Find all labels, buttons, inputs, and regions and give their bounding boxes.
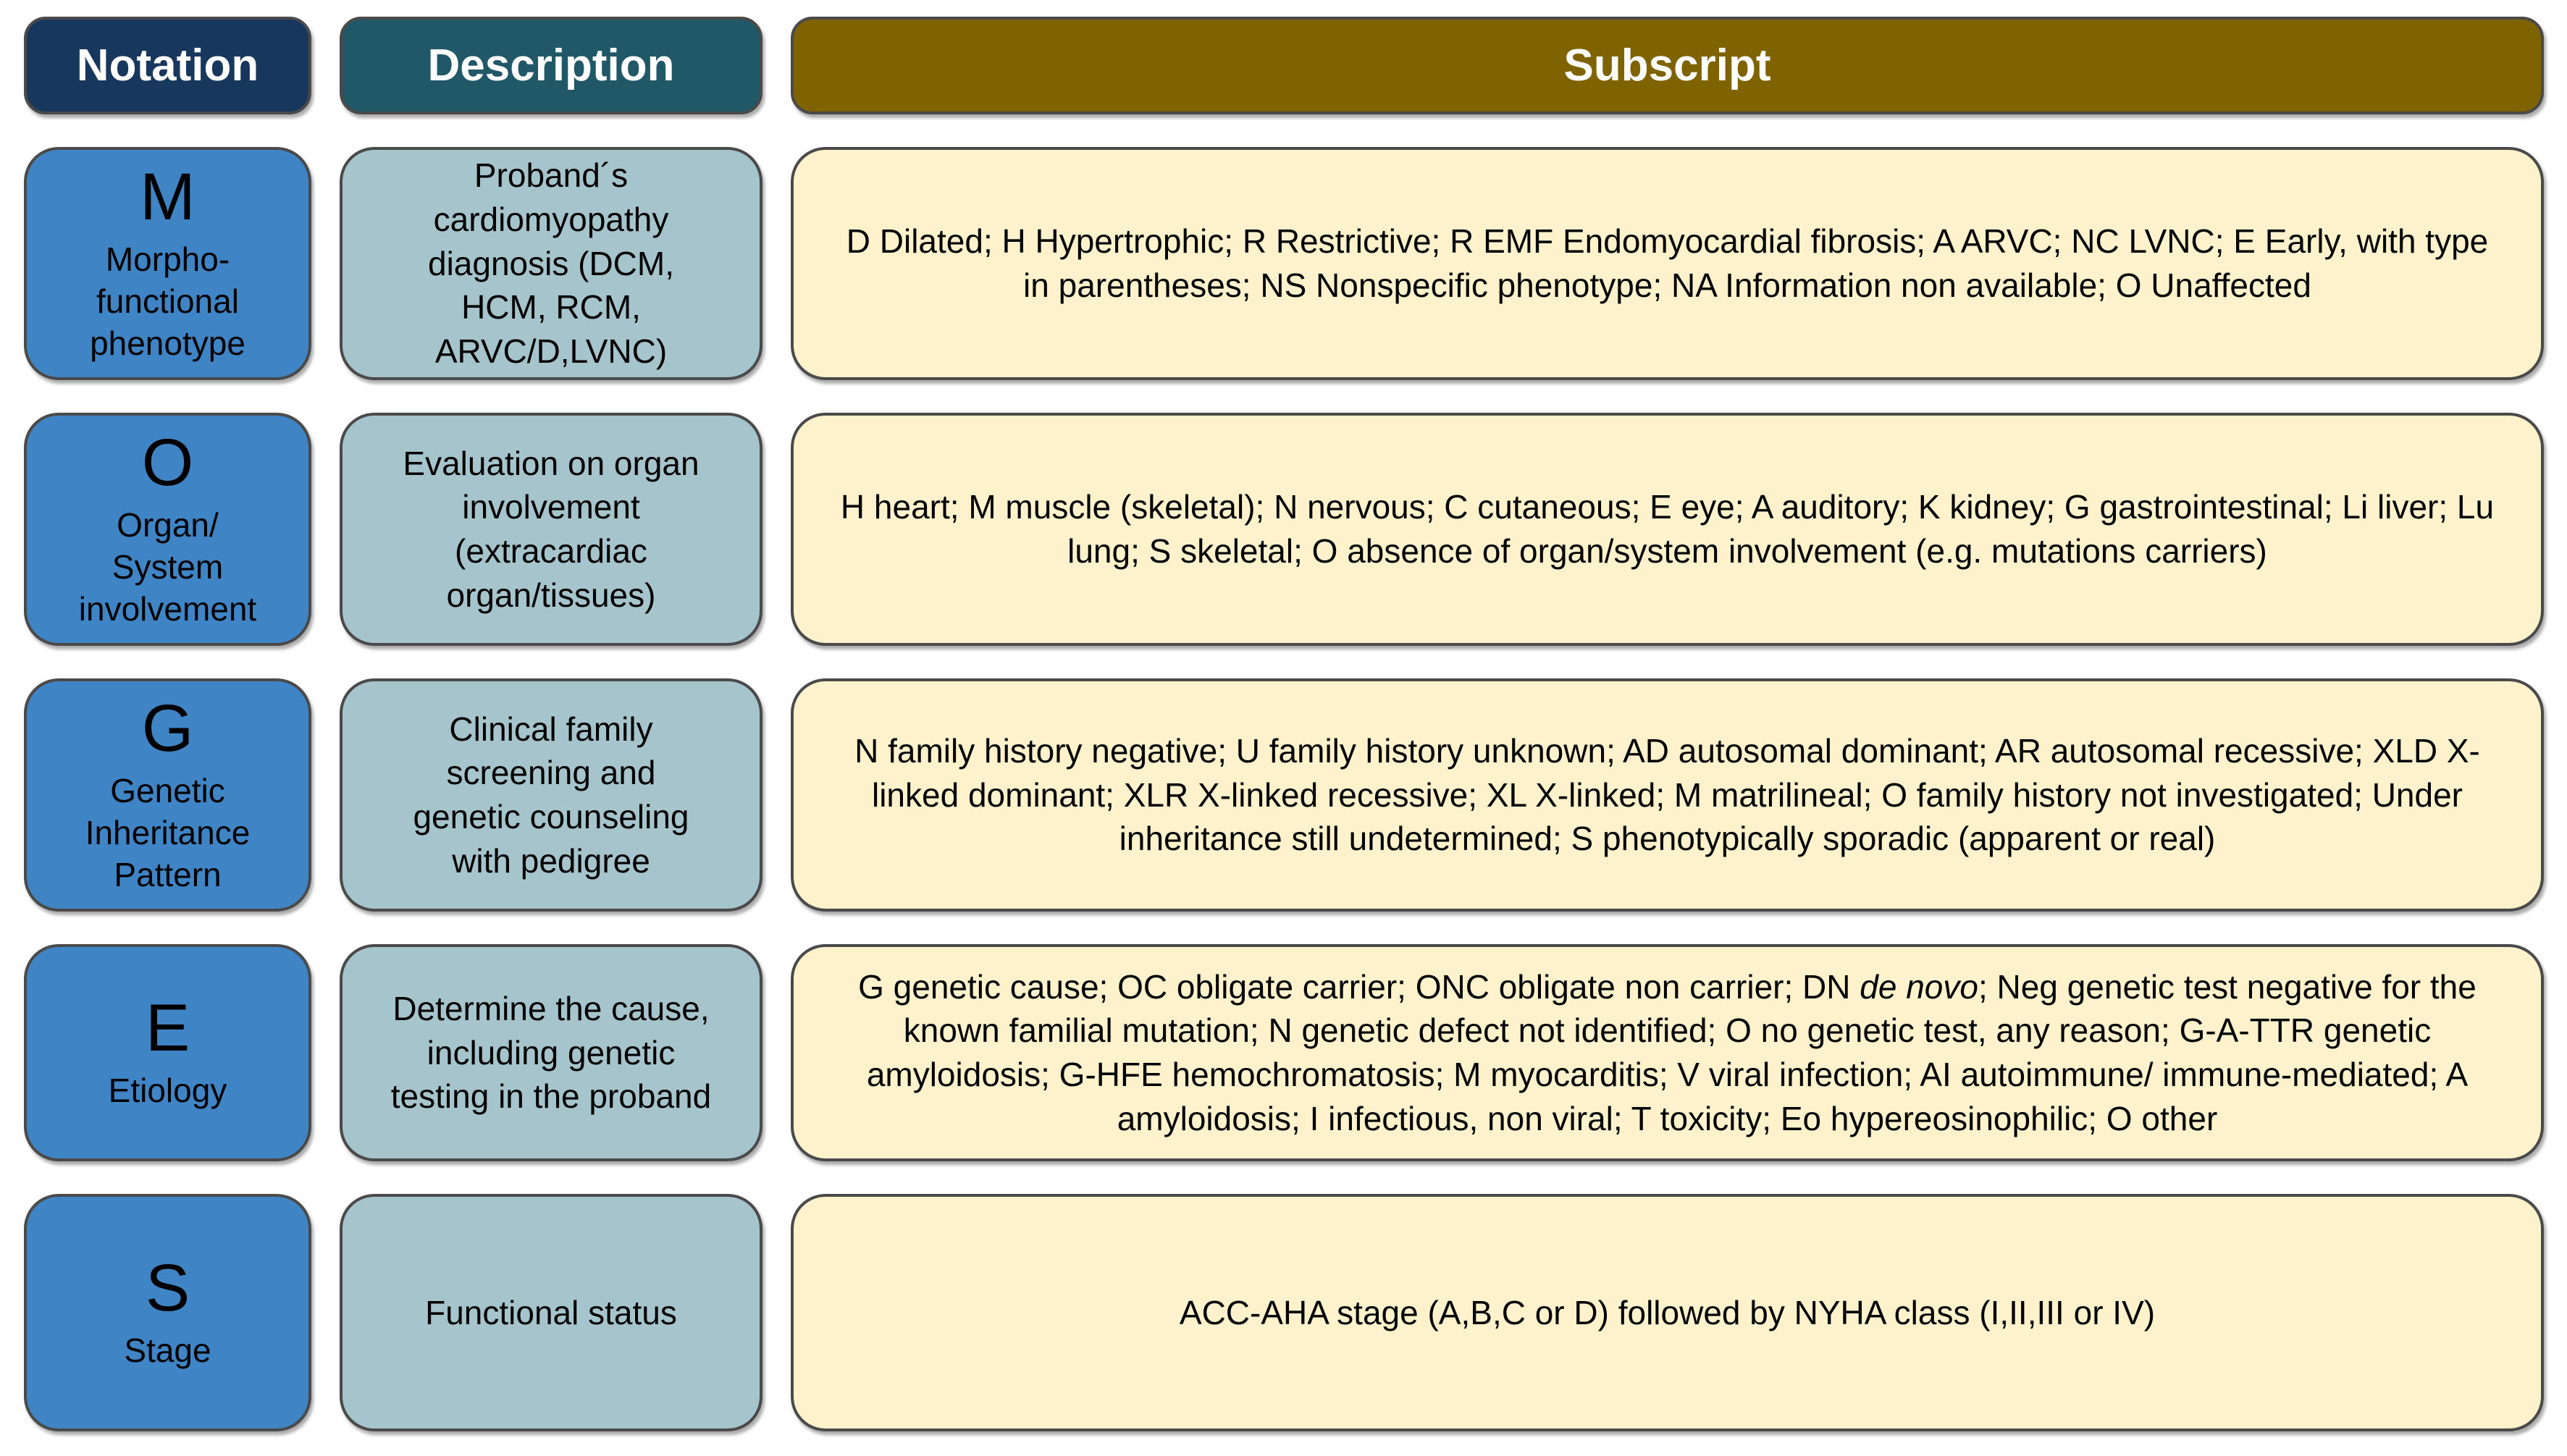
description-cell-organ-system: Evaluation on organ involvement (extraca…: [340, 413, 762, 646]
subscript-cell-genetic-inheritance: N family history negative; U family hist…: [791, 678, 2544, 912]
notation-letter: S: [145, 1250, 190, 1325]
column-header-subscript-label: Subscript: [1563, 40, 1771, 91]
description-cell-stage: Functional status: [340, 1194, 762, 1431]
description-cell-genetic-inheritance: Clinical family screening and genetic co…: [340, 678, 762, 912]
subscript-text: N family history negative; U family hist…: [854, 731, 2480, 858]
description-cell-morphofunctional: Proband´s cardiomyopathy diagnosis (DCM,…: [340, 147, 762, 380]
subscript-text: G genetic cause; OC obligate carrier; ON…: [858, 967, 2476, 1137]
subscript-cell-organ-system: H heart; M muscle (skeletal); N nervous;…: [791, 413, 2544, 646]
notation-label: Morpho- functional phenotype: [90, 240, 245, 363]
subscript-text: H heart; M muscle (skeletal); N nervous;…: [840, 488, 2495, 570]
notation-letter: O: [141, 425, 194, 500]
subscript-text: D Dilated; H Hypertrophic; R Restrictive…: [846, 222, 2489, 304]
subscript-cell-etiology: G genetic cause; OC obligate carrier; ON…: [791, 944, 2544, 1161]
notation-letter: E: [145, 990, 190, 1065]
notation-cell-organ-system: O Organ/ System involvement: [24, 413, 311, 646]
notation-cell-stage: S Stage: [24, 1194, 311, 1431]
notation-label: Genetic Inheritance Pattern: [85, 772, 251, 894]
notation-label: Organ/ System involvement: [78, 506, 257, 628]
table-grid: Notation Description Subscript M Morpho-…: [24, 17, 2544, 1431]
column-header-notation-label: Notation: [76, 40, 259, 91]
column-header-description-label: Description: [427, 40, 675, 91]
notation-cell-genetic-inheritance: G Genetic Inheritance Pattern: [24, 678, 311, 912]
subscript-text: ACC-AHA stage (A,B,C or D) followed by N…: [1179, 1293, 2156, 1331]
column-header-subscript: Subscript: [791, 17, 2544, 114]
notation-letter: G: [141, 691, 194, 765]
subscript-cell-stage: ACC-AHA stage (A,B,C or D) followed by N…: [791, 1194, 2544, 1431]
column-header-notation: Notation: [24, 17, 311, 114]
description-cell-etiology: Determine the cause, including genetic t…: [340, 944, 762, 1161]
subscript-cell-morphofunctional: D Dilated; H Hypertrophic; R Restrictive…: [791, 147, 2544, 380]
notation-cell-morphofunctional: M Morpho- functional phenotype: [24, 147, 311, 380]
notation-letter: M: [140, 159, 196, 234]
column-header-description: Description: [340, 17, 762, 114]
notation-label: Etiology: [108, 1072, 227, 1110]
notation-label: Stage: [124, 1331, 211, 1370]
notation-cell-etiology: E Etiology: [24, 944, 311, 1161]
